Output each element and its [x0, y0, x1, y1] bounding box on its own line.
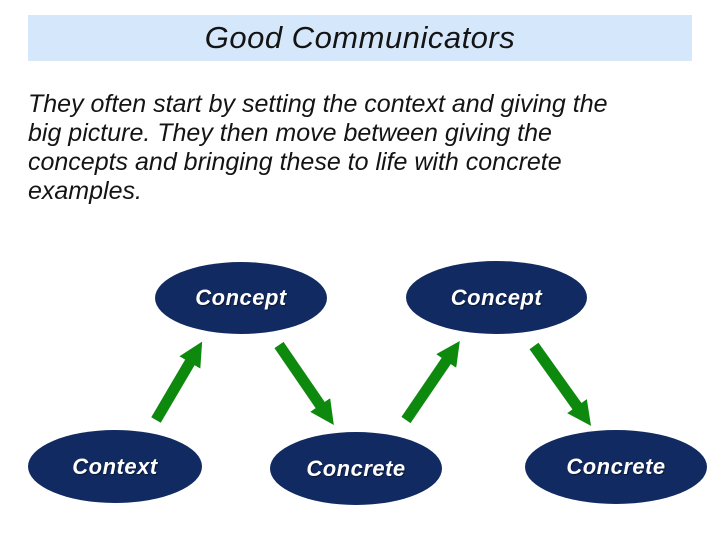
arrow-concept-left-to-concrete-middle [274, 341, 334, 425]
intro-line-4: examples. [28, 177, 142, 205]
arrow-concrete-middle-to-concept-right [401, 340, 460, 424]
intro-line-2: big picture. They then move between givi… [28, 119, 552, 147]
arrow-context-to-concept-left [151, 341, 203, 423]
node-label: Concrete [306, 455, 406, 481]
node-concept-top-left: Concept [155, 262, 327, 334]
node-label: Concept [195, 285, 287, 310]
title-banner: Good Communicators [28, 15, 692, 61]
intro-line-1: They often start by setting the context … [28, 90, 608, 118]
node-label: Concept [450, 284, 543, 310]
node-concrete-bottom-middle: Concrete [270, 432, 442, 505]
intro-line-3: concepts and bringing these to life with… [28, 148, 562, 176]
arrow-concept-right-to-concrete-right [529, 342, 592, 426]
node-label: Concrete [566, 454, 666, 479]
node-concept-top-right: Concept [406, 261, 587, 334]
page-title: Good Communicators [204, 20, 516, 55]
node-concrete-bottom-right: Concrete [525, 430, 707, 504]
node-label: Context [72, 453, 158, 479]
intro-paragraph: They often start by setting the context … [28, 90, 608, 206]
node-context-bottom-left: Context [28, 430, 202, 503]
